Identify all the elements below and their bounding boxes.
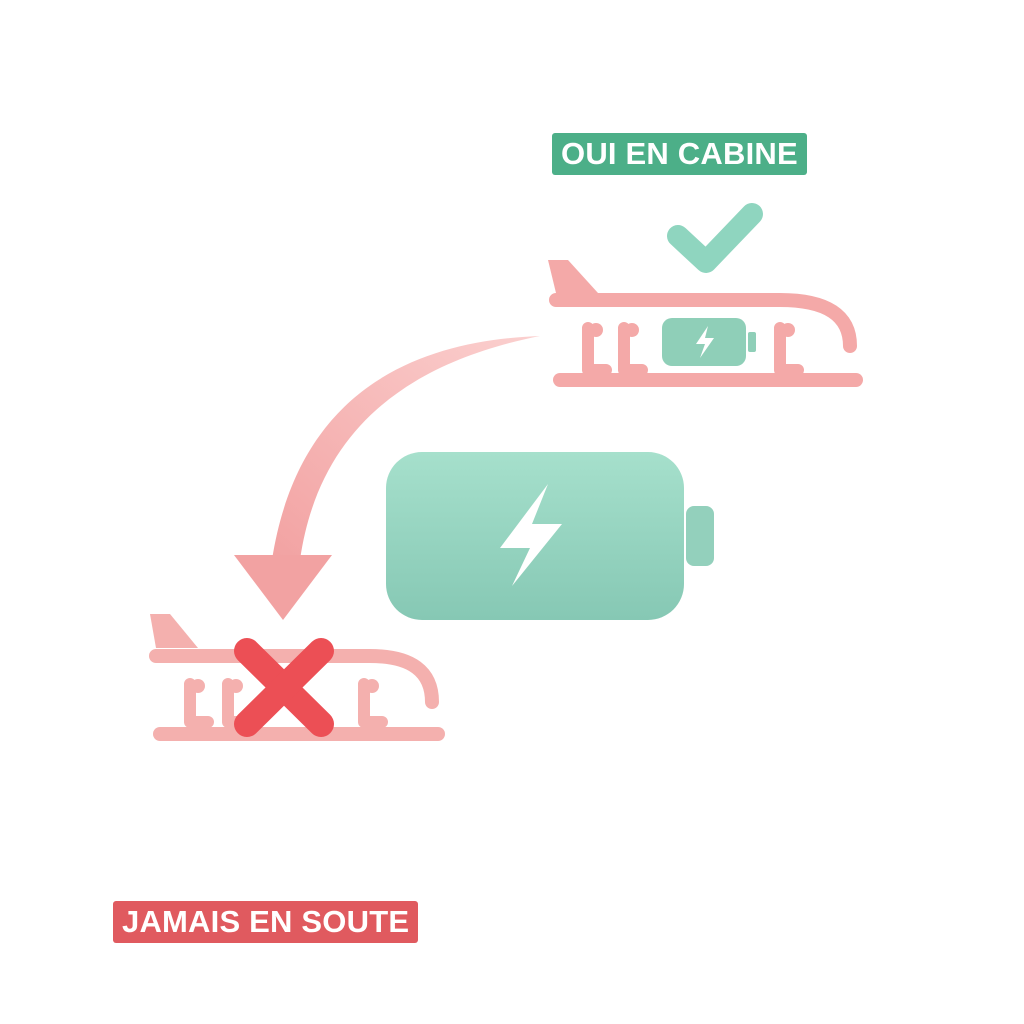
big-battery-icon (386, 452, 714, 620)
curved-arrow-icon (234, 336, 540, 620)
cabin-allowed-label: OUI EN CABINE (552, 133, 807, 175)
cabin-airplane-icon (548, 260, 863, 387)
cross-icon (234, 638, 334, 737)
hold-forbidden-label: JAMAIS EN SOUTE (113, 901, 419, 943)
small-battery-icon (662, 318, 756, 366)
check-icon (667, 203, 763, 273)
